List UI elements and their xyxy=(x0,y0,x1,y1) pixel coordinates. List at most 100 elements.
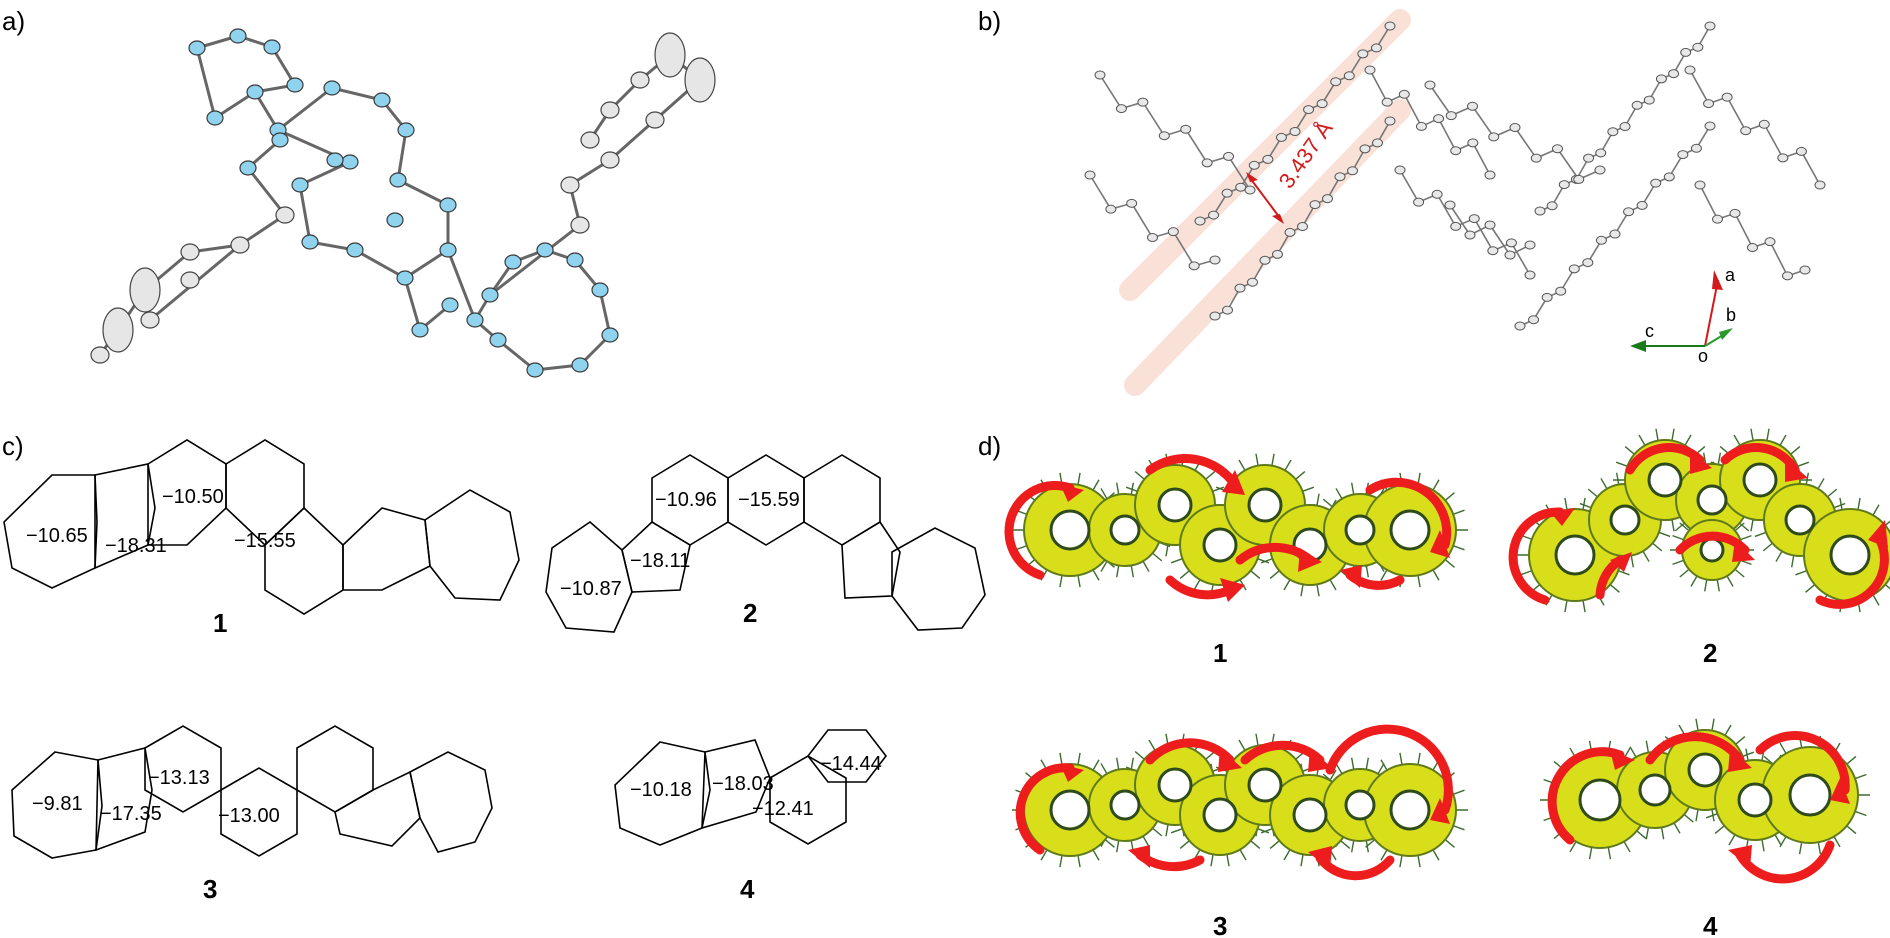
isosurface-hole xyxy=(1742,462,1778,498)
panel-label-a: a) xyxy=(2,6,25,36)
packing-bond xyxy=(1429,84,1452,117)
packing-atom xyxy=(1484,170,1496,180)
ring-heptagon xyxy=(424,489,520,601)
chain-atom xyxy=(129,267,161,313)
ring-pentagon xyxy=(95,747,153,852)
packing-bond xyxy=(1726,96,1747,132)
packing-atom xyxy=(1488,132,1500,142)
packing-atom xyxy=(1137,97,1149,107)
packing-atom xyxy=(1194,216,1206,226)
distance-arrow-head xyxy=(1246,172,1258,182)
chain-atom xyxy=(275,206,295,224)
packing-atom xyxy=(1209,311,1221,321)
isosurface-hole xyxy=(1202,527,1238,563)
bond xyxy=(598,288,612,337)
isosurface-hole xyxy=(1202,797,1238,833)
compound-number: 2 xyxy=(1703,638,1717,668)
carbon-atom xyxy=(489,332,507,348)
packing-atom xyxy=(1524,240,1536,250)
compound-2-structure: −10.96 −15.59 −18.11 −10.87 2 xyxy=(545,454,986,633)
packing-bond xyxy=(1130,202,1154,238)
packing-atom xyxy=(1415,121,1427,131)
packing-atom xyxy=(1188,261,1200,271)
packing-atom xyxy=(1343,71,1355,81)
carbon-atom xyxy=(441,297,459,313)
isosurface-hole xyxy=(1696,484,1728,516)
acid-plot-compound-2 xyxy=(1508,428,1890,613)
ring-current-arrow-head xyxy=(1728,748,1752,772)
carbon-atom xyxy=(566,252,584,268)
packing-atom xyxy=(1534,206,1546,216)
packing-atom xyxy=(1433,114,1445,124)
packing-atom xyxy=(1424,80,1436,90)
carbon-atom xyxy=(601,327,619,343)
packing-atom xyxy=(1384,116,1396,126)
isosurface-hole xyxy=(1109,514,1141,546)
chain-atom xyxy=(180,243,200,261)
compound-number: 4 xyxy=(1703,911,1718,938)
packing-atom xyxy=(1180,124,1192,134)
packing-atom xyxy=(1222,305,1233,315)
ring-current-arrow-head xyxy=(1128,845,1150,868)
isosurface-hole xyxy=(1157,487,1193,523)
packing-atom xyxy=(1105,204,1117,214)
packing-atom xyxy=(1223,151,1235,161)
carbon-atom xyxy=(239,160,257,176)
ring-current-arrow-head xyxy=(1610,552,1632,572)
carbon-atom xyxy=(481,287,499,303)
ring-current-arrow-head xyxy=(1060,764,1084,782)
ring-pentagon xyxy=(334,770,421,847)
carbon-atom xyxy=(389,172,407,188)
panel-label-c: c) xyxy=(2,431,24,461)
compound-number: 1 xyxy=(213,608,227,638)
packing-bond xyxy=(1449,204,1471,236)
packing-bond xyxy=(1489,224,1511,256)
isosurface-hole xyxy=(1247,487,1283,523)
packing-atom xyxy=(1272,249,1283,259)
panel-label-d: d) xyxy=(978,431,1001,461)
isosurface-hole xyxy=(1344,789,1376,821)
packing-atom xyxy=(1609,229,1621,239)
packing-atom xyxy=(1468,214,1480,224)
packing-atom xyxy=(1359,144,1371,154)
carbon-atom xyxy=(341,154,359,170)
packing-atom xyxy=(1275,132,1287,142)
packing-atom xyxy=(1487,246,1499,256)
ring-current-arrow-head xyxy=(1732,540,1755,562)
packing-atom xyxy=(1115,104,1127,114)
packing-atom xyxy=(1147,233,1158,242)
packing-atom xyxy=(1684,65,1696,75)
chain-atom xyxy=(90,346,110,364)
packing-atom xyxy=(1690,143,1702,153)
carbon-atom xyxy=(571,357,589,373)
packing-bond xyxy=(1556,148,1580,180)
compound-number: 4 xyxy=(740,874,755,904)
isosurface-hole xyxy=(1699,537,1725,563)
bond xyxy=(195,46,217,120)
packing-atom xyxy=(1568,264,1580,274)
packing-atom xyxy=(1631,100,1643,110)
bond xyxy=(330,86,384,102)
packing-bond xyxy=(1403,93,1423,127)
nics-value: −18.11 xyxy=(630,550,690,572)
isosurface-hole xyxy=(1049,509,1091,551)
packing-atom xyxy=(1126,198,1138,208)
nics-value: −10.18 xyxy=(630,779,692,801)
packing-atom xyxy=(1445,111,1457,121)
packing-atom xyxy=(1721,92,1733,102)
packing-atom xyxy=(1450,221,1462,231)
compound-3-structure: −9.81 −17.35 −13.13 −13.00 3 xyxy=(11,725,493,904)
bond xyxy=(298,183,312,244)
ring-pentagon xyxy=(701,739,771,830)
bond xyxy=(403,276,422,332)
packing-atom xyxy=(1555,286,1567,296)
packing-atom xyxy=(1364,65,1376,75)
packing-atom xyxy=(1289,127,1301,136)
chain-atom xyxy=(140,311,160,329)
compound-number: 3 xyxy=(1213,911,1227,938)
chain-atom xyxy=(654,32,686,78)
isosurface-hole xyxy=(1687,752,1723,788)
ring-current-arrow-head xyxy=(1218,748,1242,772)
packing-atom xyxy=(1655,74,1667,84)
